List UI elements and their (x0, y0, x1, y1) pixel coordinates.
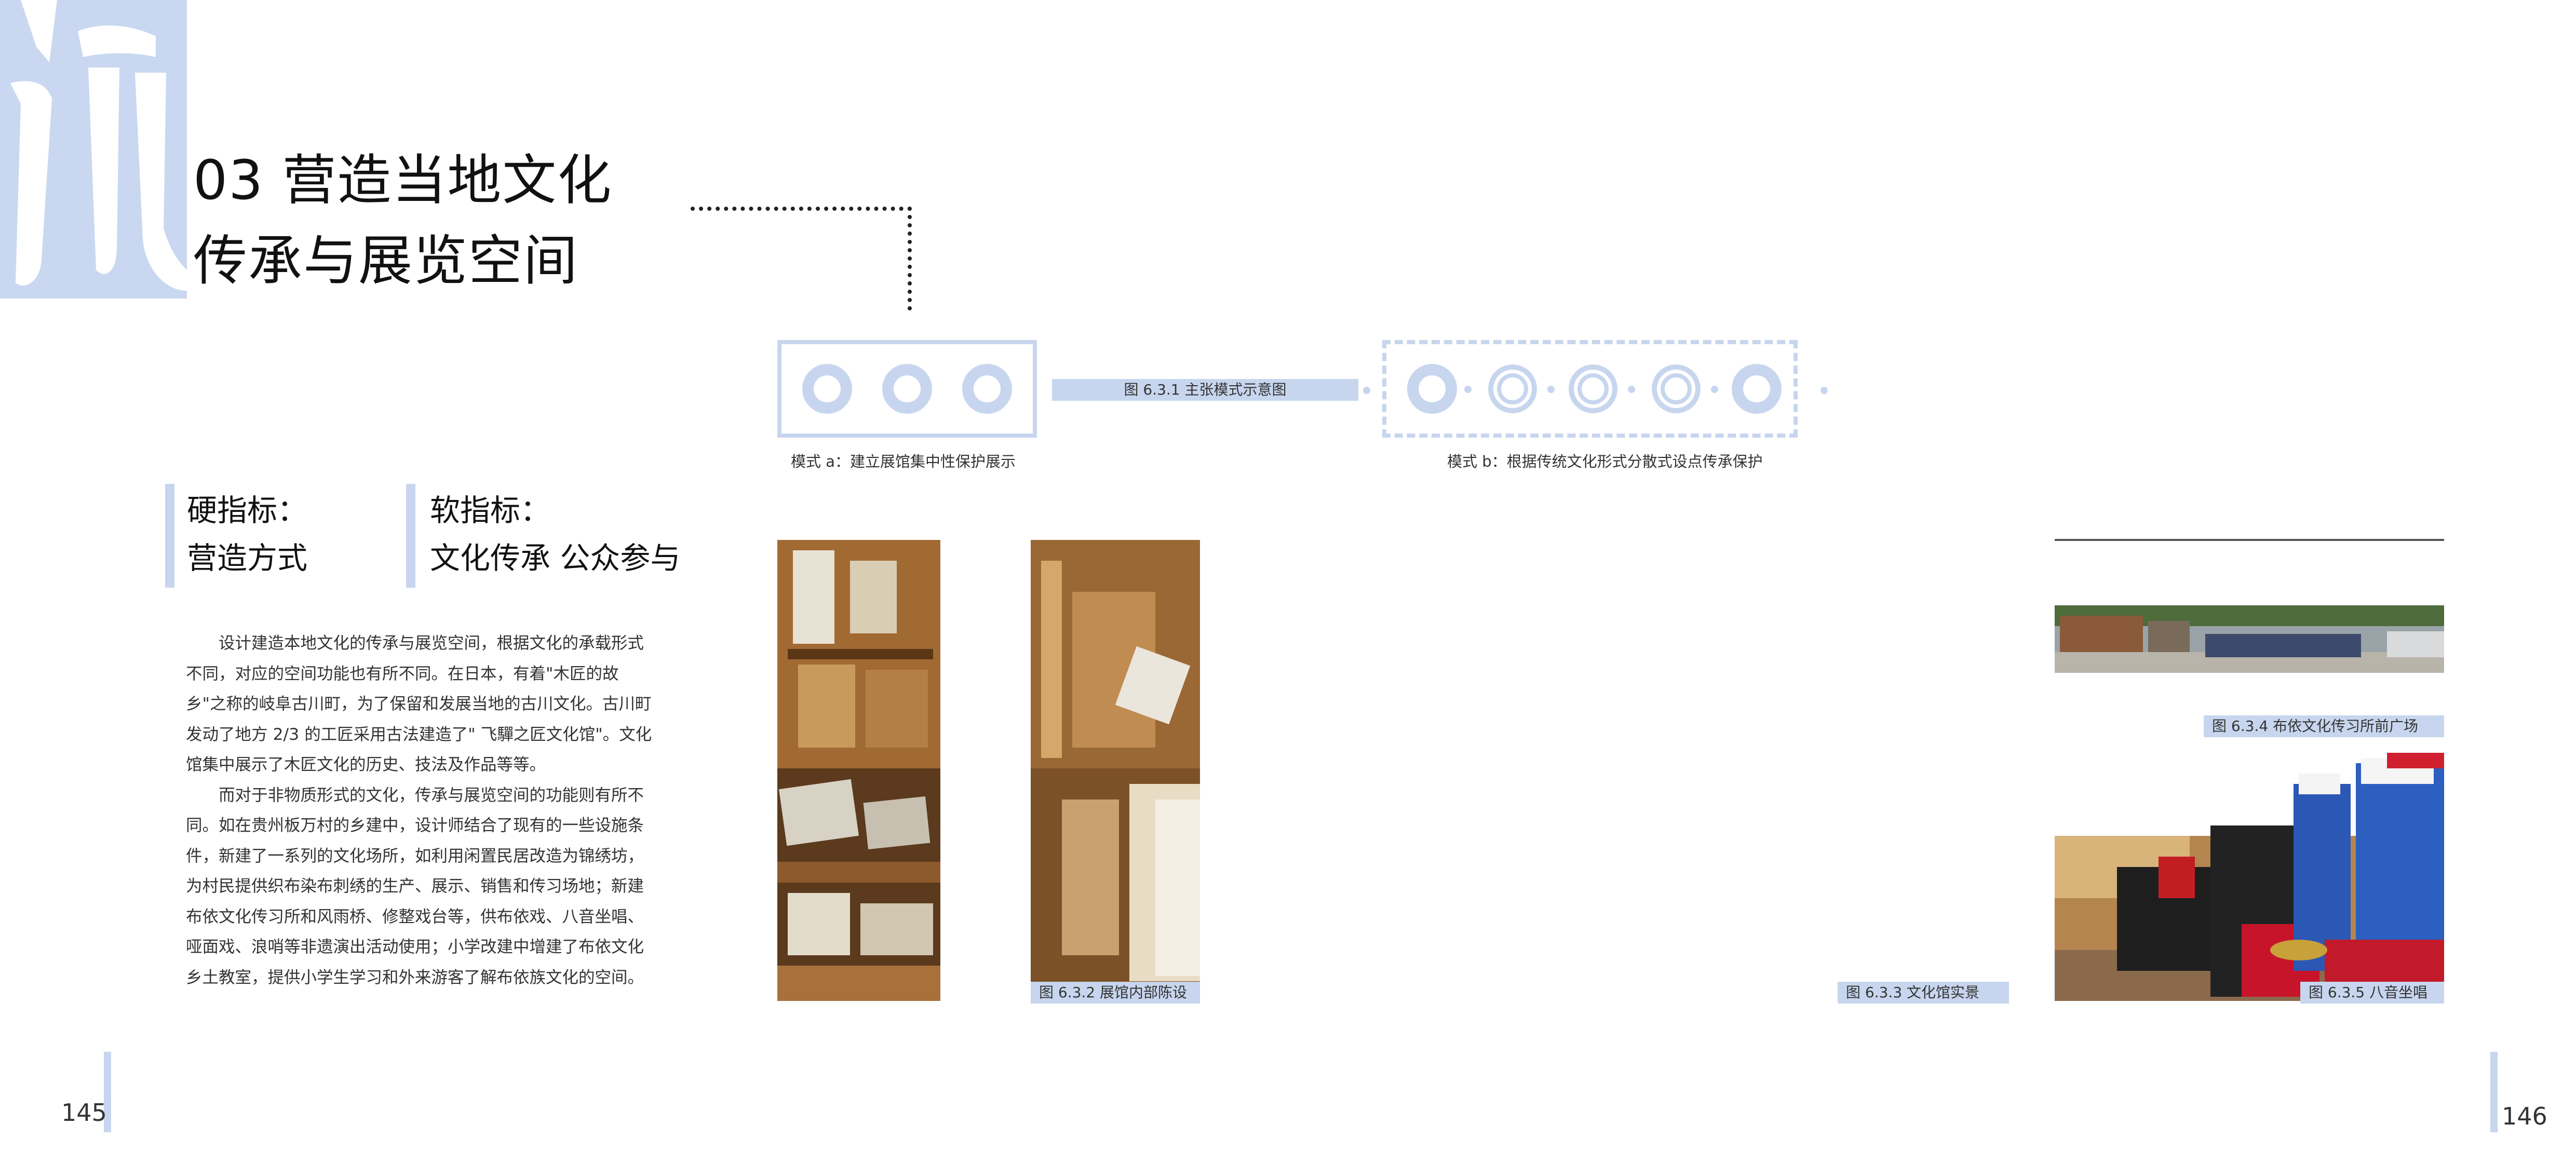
dot-icon (1711, 386, 1718, 393)
photo-plaza (2055, 605, 2444, 673)
photo-museum-interior-right (1031, 540, 1200, 1001)
dotted-leader-horizontal (691, 207, 912, 211)
body-text: 设计建造本地文化的传承与展览空间，根据文化的承载形式不同，对应的空间功能也有所不… (186, 628, 653, 993)
dot-icon (1464, 386, 1472, 393)
section-title: 03 营造当地文化 传承与展览空间 (193, 140, 612, 301)
double-ring-icon (1652, 364, 1701, 413)
photo-bayin-performance (2055, 753, 2444, 1001)
double-ring-icon (1488, 364, 1537, 413)
ring-icon (882, 364, 932, 414)
calligraphy-decoration (0, 0, 187, 299)
hard-indicator-label: 硬指标： (187, 493, 308, 528)
dot-icon (1628, 386, 1635, 393)
ring-icon (962, 364, 1012, 414)
mode-b-box (1382, 340, 1798, 438)
figure-caption-632: 图 6.3.2 展馆内部陈设 (1031, 982, 1200, 1004)
photo-museum-interior-left (777, 540, 940, 1001)
page-marker-right (2490, 1052, 2498, 1132)
body-paragraph-1: 设计建造本地文化的传承与展览空间，根据文化的承载形式不同，对应的空间功能也有所不… (186, 634, 652, 774)
mode-a-box (777, 340, 1037, 438)
figure-caption-633: 图 6.3.3 文化馆实景 (1838, 982, 2009, 1004)
soft-indicator-label: 软指标： (430, 493, 551, 528)
hard-indicator-value: 营造方式 (187, 540, 308, 576)
page-number-left: 145 (61, 1099, 107, 1127)
dot-icon (1820, 387, 1828, 394)
dot-icon (1363, 387, 1370, 394)
ring-icon (1407, 364, 1457, 414)
soft-indicator-value: 文化传承 公众参与 (430, 540, 681, 576)
figure-caption-631: 图 6.3.1 主张模式示意图 (1052, 379, 1358, 401)
ring-icon (802, 364, 852, 414)
section-title-line1: 03 营造当地文化 (193, 148, 613, 212)
mode-b-caption: 模式 b：根据传统文化形式分散式设点传承保护 (1447, 453, 1763, 470)
double-ring-icon (1569, 364, 1617, 413)
figure-caption-634: 图 6.3.4 布依文化传习所前广场 (2204, 715, 2444, 737)
section-title-line2: 传承与展览空间 (193, 229, 579, 292)
indicator-bar (406, 484, 415, 588)
figure-caption-635: 图 6.3.5 八音坐唱 (2300, 982, 2444, 1004)
page-number-right: 146 (2502, 1102, 2547, 1130)
dotted-leader-vertical (908, 207, 912, 310)
photo-strip-edge (2055, 539, 2444, 541)
indicator-bar (165, 484, 174, 588)
dot-icon (1547, 386, 1555, 393)
ring-icon (1732, 364, 1782, 414)
body-paragraph-2: 而对于非物质形式的文化，传承与展览空间的功能则有所不同。如在贵州板万村的乡建中，… (186, 785, 644, 987)
page-marker-left (104, 1052, 111, 1132)
mode-a-caption: 模式 a：建立展馆集中性保护展示 (791, 453, 1016, 470)
